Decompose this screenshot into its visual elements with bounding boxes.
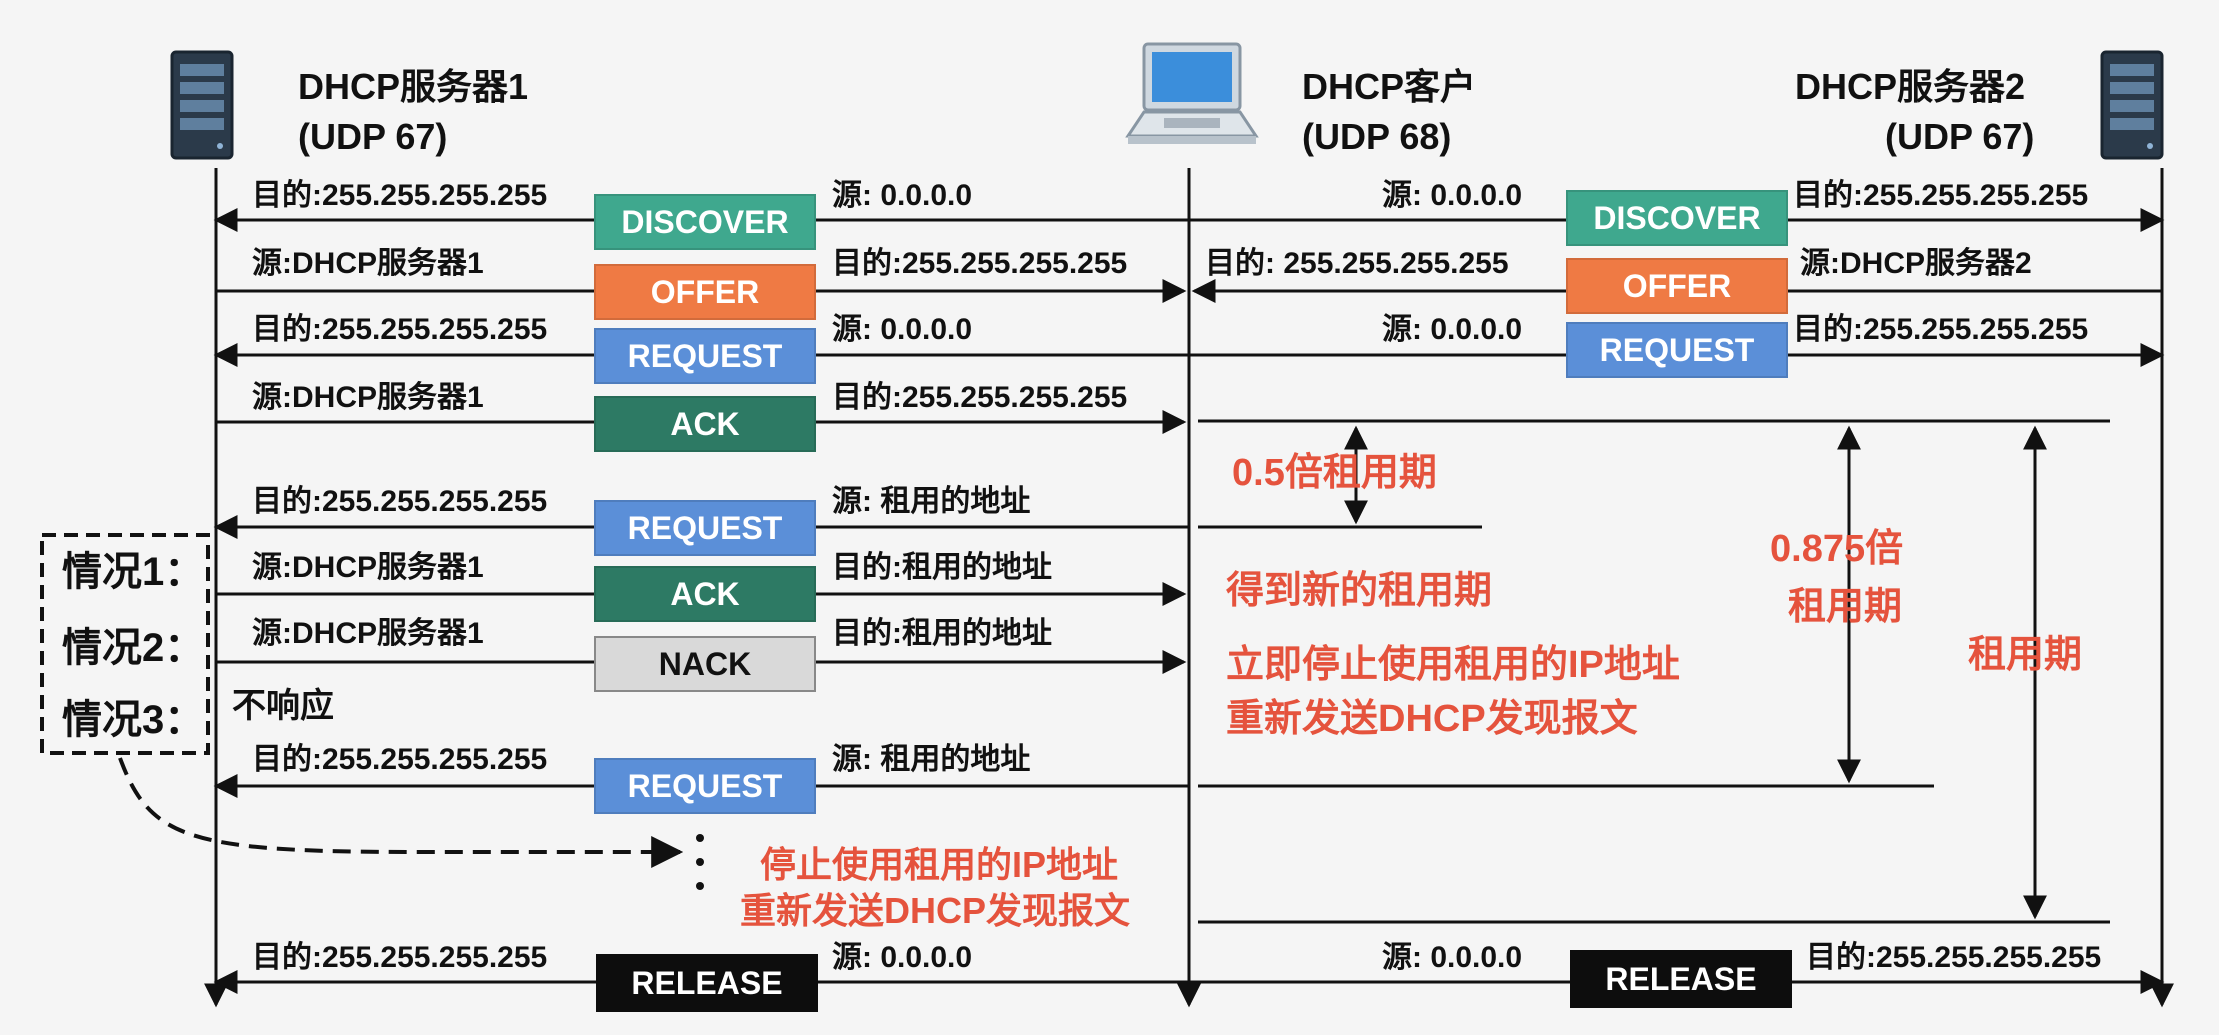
server-icon <box>170 50 234 160</box>
timeout-note-line1: 停止使用租用的IP地址 <box>760 844 1119 885</box>
discover-dst-label-2: 目的:255.255.255.255 <box>1793 179 2089 212</box>
server1-port: (UDP 67) <box>298 116 448 157</box>
renew-request-message: REQUEST <box>594 500 816 556</box>
rebind-request-src-label: 源: 租用的地址 <box>832 743 1031 776</box>
case-3-label: 情况3： <box>62 698 205 742</box>
server2-name: DHCP服务器2 <box>1795 66 2026 107</box>
lease-note: 租用期 <box>1968 634 2083 676</box>
ack-src-label: 源:DHCP服务器1 <box>252 381 484 414</box>
offer-dst-label: 目的:255.255.255.255 <box>832 247 1128 280</box>
half-lease-note: 0.5倍租用期 <box>1232 452 1437 494</box>
case-frame <box>40 533 210 755</box>
request-src-label-2: 源: 0.0.0.0 <box>1382 313 1523 346</box>
discover-message-2: DISCOVER <box>1566 190 1788 246</box>
release-message-2: RELEASE <box>1570 950 1792 1008</box>
request-dst-label-2: 目的:255.255.255.255 <box>1793 313 2089 346</box>
client-name: DHCP客户 <box>1302 66 1477 107</box>
case-1-label: 情况1： <box>62 550 205 594</box>
rebind-request-dst-label: 目的:255.255.255.255 <box>252 743 548 776</box>
nack-src-label: 源:DHCP服务器1 <box>252 617 484 650</box>
server1-name: DHCP服务器1 <box>298 66 529 107</box>
client-port: (UDP 68) <box>1302 116 1452 157</box>
renew-ack-message: ACK <box>594 566 816 622</box>
request-message: REQUEST <box>594 328 816 384</box>
timeout-arrow <box>118 757 684 868</box>
ellipsis-dot <box>696 858 704 866</box>
offer-message: OFFER <box>594 264 816 320</box>
request-dst-label: 目的:255.255.255.255 <box>252 313 548 346</box>
t875-note-line1: 0.875倍 <box>1770 528 1904 570</box>
timeout-note-line2: 重新发送DHCP发现报文 <box>740 890 1131 931</box>
new-lease-note: 得到新的租用期 <box>1226 570 1493 612</box>
offer-message-2: OFFER <box>1566 258 1788 314</box>
release-message: RELEASE <box>596 954 818 1012</box>
renew-ack-dst-label: 目的:租用的地址 <box>832 551 1052 584</box>
discover-dst-label: 目的:255.255.255.255 <box>252 179 548 212</box>
discover-src-label: 源: 0.0.0.0 <box>832 179 973 212</box>
ellipsis-dot <box>696 882 704 890</box>
ack-message: ACK <box>594 396 816 452</box>
renew-ack-src-label: 源:DHCP服务器1 <box>252 551 484 584</box>
nack-note-line1: 立即停止使用租用的IP地址 <box>1226 644 1680 686</box>
discover-src-label-2: 源: 0.0.0.0 <box>1382 179 1523 212</box>
nack-dst-label: 目的:租用的地址 <box>832 617 1052 650</box>
release-dst-label: 目的:255.255.255.255 <box>252 941 548 974</box>
offer-src-label: 源:DHCP服务器1 <box>252 247 484 280</box>
laptop-icon <box>1125 42 1259 144</box>
release-dst-label-2: 目的:255.255.255.255 <box>1806 941 2102 974</box>
release-src-label: 源: 0.0.0.0 <box>832 941 973 974</box>
case-2-label: 情况2： <box>62 626 205 670</box>
renew-request-dst-label: 目的:255.255.255.255 <box>252 485 548 518</box>
offer-src-label-2: 源:DHCP服务器2 <box>1800 247 2032 280</box>
request-src-label: 源: 0.0.0.0 <box>832 313 973 346</box>
renew-request-src-label: 源: 租用的地址 <box>832 485 1031 518</box>
release-src-label-2: 源: 0.0.0.0 <box>1382 941 1523 974</box>
ack-dst-label: 目的:255.255.255.255 <box>832 381 1128 414</box>
server-icon <box>2100 50 2164 160</box>
t875-note-line2: 租用期 <box>1788 586 1903 628</box>
discover-message: DISCOVER <box>594 194 816 250</box>
nack-note-line2: 重新发送DHCP发现报文 <box>1226 698 1638 740</box>
ellipsis-dot <box>696 834 704 842</box>
offer-dst-label-2: 目的: 255.255.255.255 <box>1205 247 1509 280</box>
nack-message: NACK <box>594 636 816 692</box>
no-response-label: 不响应 <box>232 687 334 725</box>
server2-port: (UDP 67) <box>1885 116 2035 157</box>
rebind-request-message: REQUEST <box>594 758 816 814</box>
request-message-2: REQUEST <box>1566 322 1788 378</box>
